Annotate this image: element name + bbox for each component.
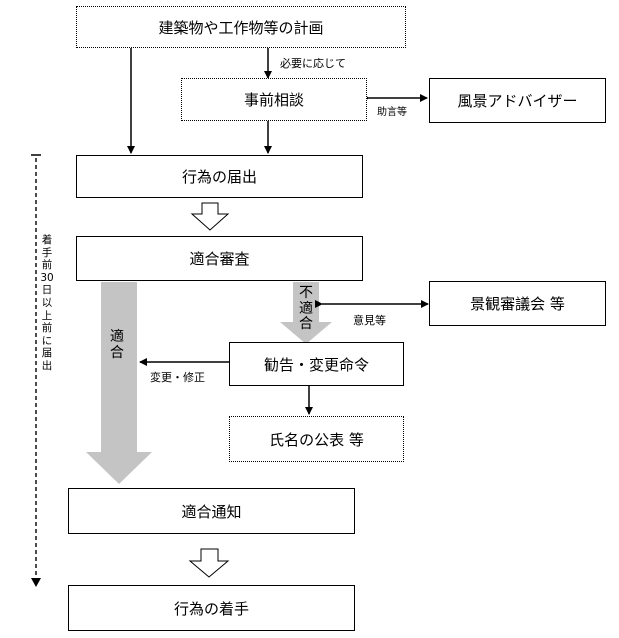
consult-box: 事前相談 xyxy=(181,78,367,121)
nonconform-arrow xyxy=(280,282,332,344)
advisor-box: 風景アドバイザー xyxy=(429,78,606,123)
order-label: 勧告・変更命令 xyxy=(263,355,369,374)
plan-label: 建築物や工作物等の計画 xyxy=(158,18,324,37)
vertical-char: 日 xyxy=(41,284,53,297)
start-box: 行為の着手 xyxy=(68,585,355,631)
notify-label: 行為の届出 xyxy=(181,168,257,186)
vertical-char: 適 xyxy=(110,329,124,345)
vertical-char: 不 xyxy=(299,285,313,301)
vertical-char: 前 xyxy=(41,322,53,335)
compliance-notice-box: 適合通知 xyxy=(68,488,355,534)
vertical-char: 適 xyxy=(299,300,313,317)
conform-vertical-label: 適合 xyxy=(106,329,128,361)
nonconform-vertical-label: 不適合 xyxy=(295,285,317,333)
advice-label: 助言等 xyxy=(377,107,407,118)
start-label: 行為の着手 xyxy=(173,599,249,618)
vertical-char: 上 xyxy=(41,309,53,322)
advisor-label: 風景アドバイザー xyxy=(457,92,578,110)
council-box: 景観審議会 等 xyxy=(429,281,606,326)
vertical-char: 合 xyxy=(110,344,124,361)
notify-box: 行為の届出 xyxy=(76,155,363,198)
review-label: 適合審査 xyxy=(189,250,250,268)
publish-label: 氏名の公表 等 xyxy=(269,430,364,449)
consult-label: 事前相談 xyxy=(243,91,304,109)
plan-box: 建築物や工作物等の計画 xyxy=(76,6,406,48)
vertical-char: 合 xyxy=(299,316,313,333)
vertical-char: 手 xyxy=(41,246,53,259)
change-fix-label: 変更・修正 xyxy=(150,371,205,384)
vertical-char: 着 xyxy=(41,234,53,246)
timeline-arrowhead xyxy=(31,578,41,587)
order-box: 勧告・変更命令 xyxy=(229,342,404,386)
vertical-char: 出 xyxy=(41,359,53,372)
hollow-arrow-1 xyxy=(190,202,230,231)
council-label: 景観審議会 等 xyxy=(470,295,565,313)
opinion-label: 意見等 xyxy=(353,314,386,327)
vertical-char: 届 xyxy=(41,347,53,360)
vertical-char: 30 xyxy=(40,271,54,284)
conform-big-arrow xyxy=(86,282,152,484)
vertical-char: 以 xyxy=(41,296,53,309)
review-box: 適合審査 xyxy=(76,236,363,281)
vertical-char: に xyxy=(41,334,53,347)
publish-box: 氏名の公表 等 xyxy=(229,416,404,462)
hollow-arrow-2 xyxy=(188,548,230,578)
compliance-notice-label: 適合通知 xyxy=(181,502,242,521)
as-needed-label: 必要に応じて xyxy=(280,57,346,70)
vertical-char: 前 xyxy=(41,259,53,272)
